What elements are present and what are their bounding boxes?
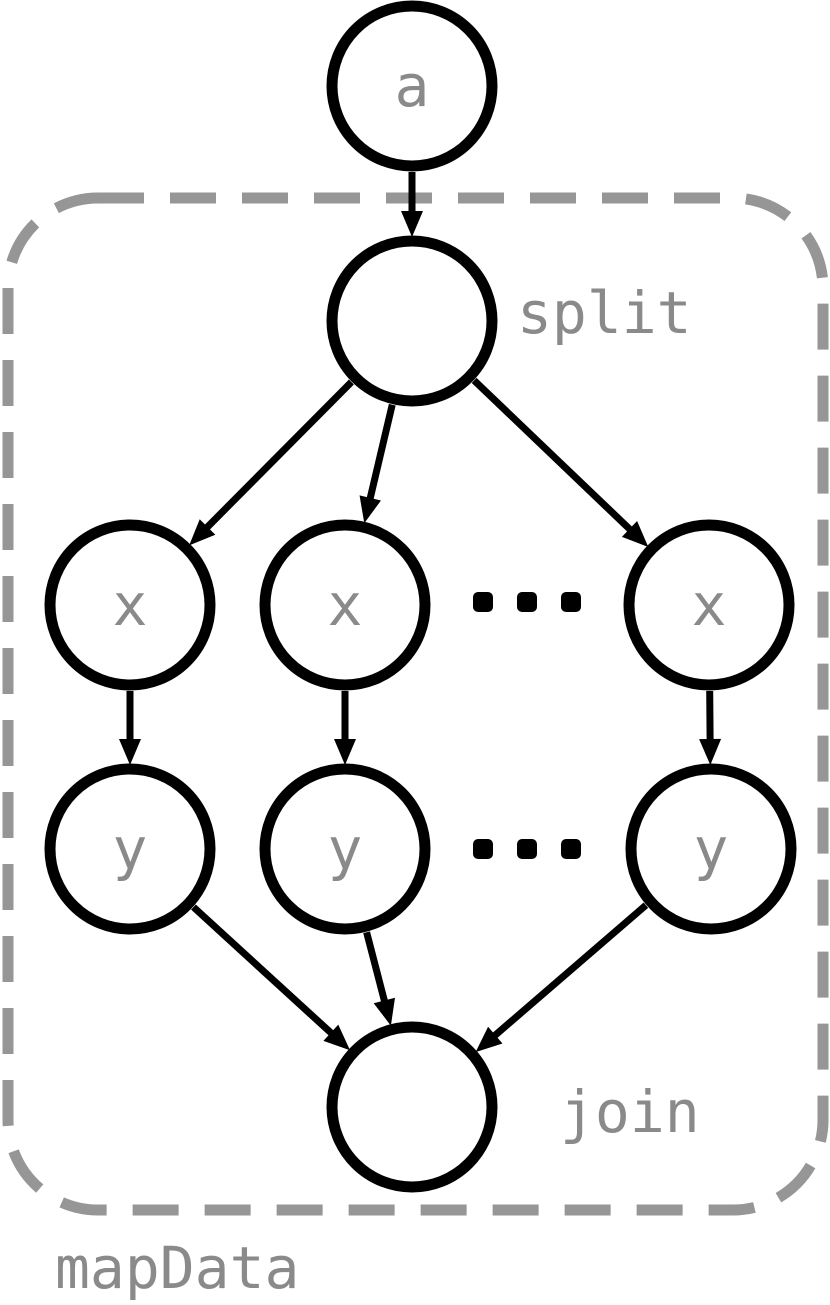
node-a-label: a (395, 52, 430, 120)
arrowhead-x2-to-y2 (334, 739, 356, 765)
arrowhead-x3-to-y3 (699, 738, 722, 766)
node-a-circle (326, 0, 498, 172)
ellipsis-dot (473, 592, 493, 612)
arrowhead-split-to-x1 (189, 519, 216, 546)
node-y1-label: y (113, 815, 148, 883)
node-x3[interactable]: x (623, 519, 795, 691)
node-x3-label: x (692, 571, 727, 639)
arrowhead-y3-to-join (475, 1026, 503, 1053)
node-y2-label: y (328, 815, 363, 883)
ellipsis-dot (473, 839, 493, 859)
node-split[interactable] (326, 235, 498, 407)
edge-split-to-x3 (471, 377, 634, 533)
ellipsis-dot (517, 592, 537, 612)
node-x2-circle (259, 519, 431, 691)
node-y2[interactable]: y (259, 763, 431, 935)
split-side-label: split (517, 279, 692, 347)
arrowhead-y2-to-join (373, 997, 395, 1026)
node-a[interactable]: a (326, 0, 498, 172)
ellipsis-dot (517, 839, 537, 859)
node-split-circle (326, 235, 498, 407)
node-x3-circle (623, 519, 795, 691)
edges (119, 172, 722, 1053)
edge-split-to-x2 (366, 403, 396, 501)
arrowhead-a-to-split (401, 211, 423, 237)
edge-y2-to-join (363, 931, 389, 1004)
node-y3-circle (625, 763, 797, 935)
edge-y1-to-join (191, 904, 335, 1037)
ellipsis-x-row (473, 592, 581, 612)
join-side-label: join (560, 1078, 700, 1146)
node-y3-label: y (694, 815, 729, 883)
arrowhead-split-to-x3 (621, 521, 649, 547)
ellipsis-y-row (473, 839, 581, 859)
node-y2-circle (259, 763, 431, 935)
ellipsis-dot (561, 839, 581, 859)
ellipsis-dot (561, 592, 581, 612)
edge-split-to-x1 (203, 379, 354, 531)
arrowhead-split-to-x2 (359, 495, 381, 524)
node-y1-circle (44, 763, 216, 935)
node-x2[interactable]: x (259, 519, 431, 691)
node-x1-circle (44, 519, 216, 691)
node-join-circle (326, 1021, 498, 1193)
node-x1-label: x (113, 571, 148, 639)
node-x1[interactable]: x (44, 519, 216, 691)
group-label-mapdata: mapData (55, 1234, 299, 1302)
arrowhead-y1-to-join (323, 1024, 351, 1051)
node-join[interactable] (326, 1021, 498, 1193)
node-x2-label: x (328, 571, 363, 639)
arrowhead-x1-to-y1 (119, 739, 141, 765)
node-y3[interactable]: y (625, 763, 797, 935)
node-y1[interactable]: y (44, 763, 216, 935)
edge-y3-to-join (491, 902, 649, 1040)
